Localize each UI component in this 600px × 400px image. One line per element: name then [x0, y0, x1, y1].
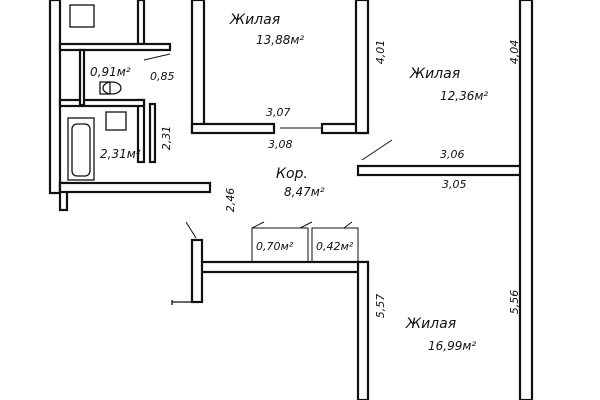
bathtub — [67, 117, 95, 181]
room-area-closet-left: 0,70м² — [256, 240, 294, 253]
closet-right-outline — [311, 227, 359, 263]
dimension-living-top-width: 3,07 — [266, 106, 291, 119]
wall-bottom-room-left — [356, 260, 370, 400]
room-area-living-top: 13,88м² — [256, 33, 304, 47]
wall-toilet-bottom — [58, 98, 146, 108]
dimension-corridor-width: 3,08 — [268, 138, 293, 151]
bathtub-inner — [71, 123, 91, 177]
wall-mid-horizontal — [356, 164, 532, 177]
closet-door-mid — [299, 221, 313, 229]
washbasin — [105, 111, 127, 131]
wall-top-room-right — [354, 0, 370, 135]
wall-kitchen-bottom — [58, 42, 172, 52]
closet-door-right — [343, 221, 353, 229]
room-area-bathroom: 2,31м² — [100, 147, 141, 161]
dimension-living-right-width-bottom: 3,05 — [442, 178, 467, 191]
room-name-living-top: Жилая — [229, 12, 280, 28]
toilet-tank — [99, 81, 111, 95]
dimension-living-bottom-left-height: 5,57 — [374, 294, 387, 319]
wall-top-room-bottom — [190, 122, 276, 135]
room-area-toilet: 0,91м² — [90, 65, 131, 79]
door-swing-right-room — [361, 139, 393, 161]
dimension-living-right-height: 4,04 — [508, 40, 521, 65]
wall-toilet-side — [78, 48, 86, 107]
wall-wet-partition — [136, 0, 146, 46]
closet-left-outline — [251, 227, 309, 263]
toilet-bowl — [102, 81, 122, 95]
room-area-closet-right: 0,42м² — [316, 240, 354, 253]
wall-bath-side — [148, 102, 157, 164]
wall-bath-bottom — [58, 181, 212, 194]
dimension-toilet-width: 0,85 — [150, 70, 175, 83]
dimension-bathroom-height: 2,31 — [160, 126, 173, 151]
room-name-corridor: Кор. — [276, 166, 308, 182]
wall-right-outer — [518, 0, 534, 400]
room-area-corridor: 8,47м² — [284, 185, 325, 199]
wall-top-room-left — [190, 0, 206, 134]
wall-left-outer — [48, 0, 62, 195]
room-area-living-right: 12,36м² — [440, 89, 488, 103]
dimension-living-top-height: 4,01 — [374, 40, 387, 65]
sink-fixture — [69, 4, 95, 28]
wall-bottom-room-top — [196, 260, 370, 274]
closet-door-left — [251, 221, 265, 229]
door-swing-toilet — [143, 53, 171, 61]
dimension-living-bottom-right-height: 5,56 — [508, 290, 521, 315]
room-name-living-right: Жилая — [409, 66, 460, 82]
door-swing-corridor — [185, 221, 197, 239]
room-area-living-bottom: 16,99м² — [428, 339, 476, 353]
wall-corridor-left-lower — [190, 238, 204, 304]
dimension-corridor-passage: 2,46 — [224, 188, 237, 213]
dimension-living-right-width-top: 3,06 — [440, 148, 465, 161]
room-name-living-bottom: Жилая — [405, 316, 456, 332]
